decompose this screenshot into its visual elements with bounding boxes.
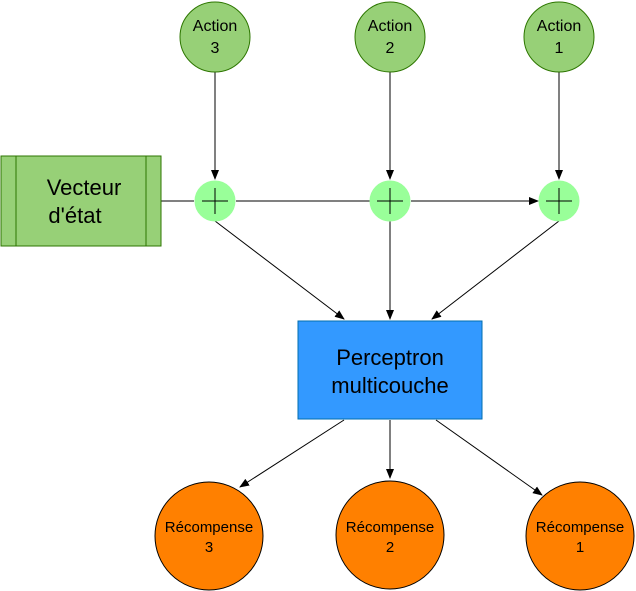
state-vector-line2: d'état	[48, 203, 101, 228]
reward-3-number: 3	[205, 539, 213, 556]
reward-2-label: Récompense	[346, 519, 434, 536]
mlp-box: Perceptron multicouche	[297, 320, 483, 420]
reward-node-3: Récompense 3	[154, 481, 264, 591]
action-node-1: Action 1	[523, 1, 595, 73]
action-2-number: 2	[386, 40, 395, 57]
reward-3-label: Récompense	[165, 519, 253, 536]
reward-node-1: Récompense 1	[525, 481, 635, 591]
edge-adder1-to-mlp	[431, 220, 560, 320]
reward-2-number: 2	[386, 539, 394, 556]
action-1-number: 1	[555, 40, 564, 57]
adder-1	[538, 180, 580, 222]
reward-1-number: 1	[576, 539, 584, 556]
action-node-3: Action 3	[179, 1, 251, 73]
state-vector-box: Vecteur d'état	[0, 155, 162, 247]
action-node-2: Action 2	[354, 1, 426, 73]
adder-2	[369, 180, 411, 222]
mlp-line1: Perceptron	[336, 345, 444, 370]
reward-node-2: Récompense 2	[335, 480, 445, 590]
edge-adder3-to-mlp	[214, 220, 345, 320]
reward-1-label: Récompense	[536, 519, 624, 536]
state-vector-line1: Vecteur	[47, 175, 122, 200]
mlp-line2: multicouche	[331, 373, 448, 398]
action-2-label: Action	[368, 18, 412, 35]
adder-3	[194, 180, 236, 222]
edge-mlp-to-reward1	[435, 419, 543, 496]
action-3-label: Action	[193, 18, 237, 35]
edge-mlp-to-reward3	[239, 419, 345, 488]
action-3-number: 3	[211, 40, 220, 57]
edges	[161, 72, 563, 496]
action-1-label: Action	[537, 18, 581, 35]
